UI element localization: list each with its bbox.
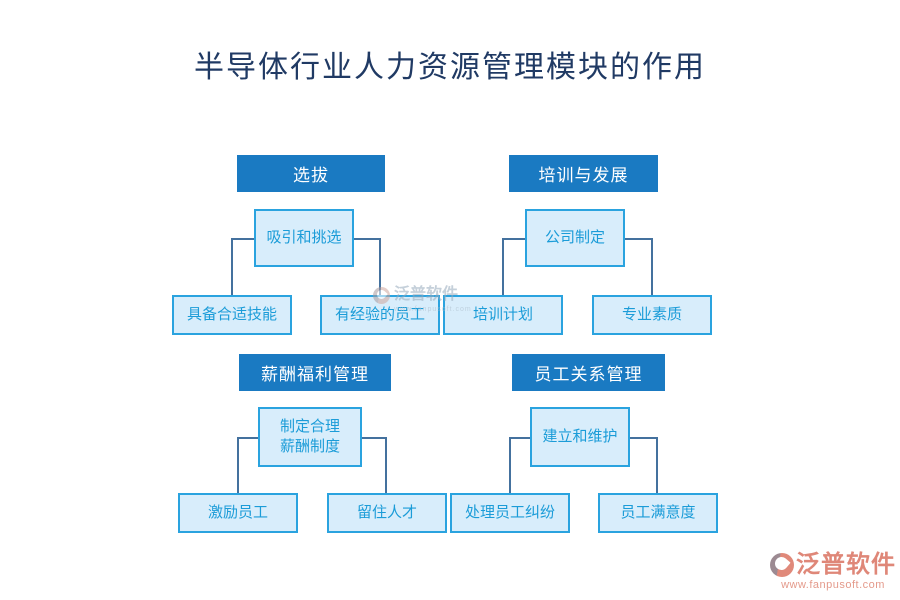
parent-node: 建立和维护 xyxy=(530,407,630,467)
page-title: 半导体行业人力资源管理模块的作用 xyxy=(194,51,706,84)
connector-left xyxy=(231,238,254,295)
child-node: 培训计划 xyxy=(443,295,563,335)
footer-url: www.fanpusoft.com xyxy=(781,579,885,591)
section-header-employee-relations: 员工关系管理 xyxy=(512,354,665,391)
fanpu-logo-icon xyxy=(770,553,794,577)
child-node: 处理员工纠纷 xyxy=(450,493,570,533)
connector-left xyxy=(509,437,530,493)
section-header-selection: 选拔 xyxy=(237,155,385,192)
connector-left xyxy=(502,238,525,295)
child-node: 留住人才 xyxy=(327,493,447,533)
connector-right xyxy=(362,437,387,493)
parent-node: 公司制定 xyxy=(525,209,625,267)
section-header-compensation: 薪酬福利管理 xyxy=(239,354,391,391)
connector-left xyxy=(237,437,258,493)
child-node: 具备合适技能 xyxy=(172,295,292,335)
footer-logo: 泛普软件 www.fanpusoft.com xyxy=(770,553,896,591)
child-node: 专业素质 xyxy=(592,295,712,335)
footer-brand: 泛普软件 xyxy=(796,552,896,578)
child-node: 有经验的员工 xyxy=(320,295,440,335)
connector-right xyxy=(630,437,658,493)
section-header-training: 培训与发展 xyxy=(509,155,658,192)
parent-node: 吸引和挑选 xyxy=(254,209,354,267)
connector-right xyxy=(625,238,653,295)
connector-right xyxy=(354,238,381,295)
child-node: 激励员工 xyxy=(178,493,298,533)
parent-node: 制定合理 薪酬制度 xyxy=(258,407,362,467)
child-node: 员工满意度 xyxy=(598,493,718,533)
